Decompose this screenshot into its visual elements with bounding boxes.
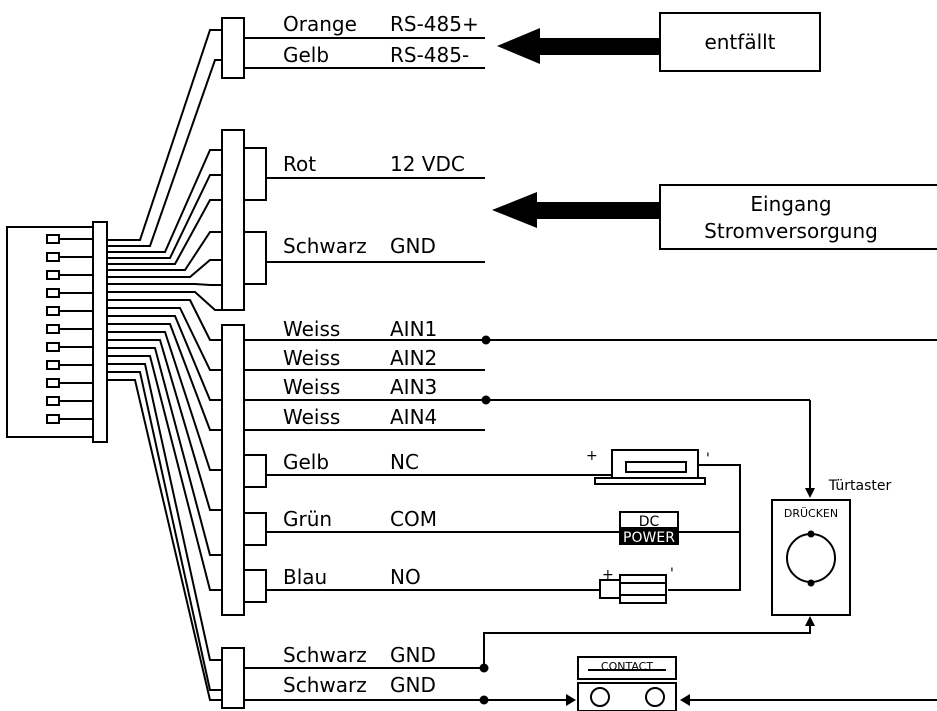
ain1-signal: AIN1: [390, 317, 437, 341]
com-color: Grün: [283, 507, 332, 531]
arrow-right-icon: [566, 694, 576, 706]
arrow-left-icon: [497, 28, 660, 64]
ground-group: Schwarz GND Schwarz GND: [244, 643, 576, 706]
com-signal: COM: [390, 507, 437, 531]
power-input-line2: Stromversorgung: [704, 219, 878, 243]
exit-button-label: DRÜCKEN: [784, 507, 838, 520]
power-gnd-signal: GND: [390, 234, 436, 258]
rs485-minus-signal: RS-485-: [390, 43, 469, 67]
rs485-minus-color: Gelb: [283, 43, 329, 67]
gnd2-signal: GND: [390, 673, 436, 697]
lock-no-plus: +: [602, 567, 614, 583]
inputs-group: Weiss AIN1 Weiss AIN2 Weiss AIN3 Weiss A…: [244, 317, 937, 431]
ain2-signal: AIN2: [390, 346, 437, 370]
dc-power-line1: DC: [639, 514, 660, 530]
lock-no-minus: ': [670, 566, 674, 582]
power-12v-color: Rot: [283, 152, 316, 176]
power-gnd-color: Schwarz: [283, 234, 367, 258]
main-connector: [6, 221, 108, 443]
rs485-note-text: entfällt: [704, 30, 775, 54]
door-lock-nc: + ': [586, 448, 710, 485]
rs485-group: Orange RS-485+ Gelb RS-485- entfällt: [244, 12, 821, 72]
power-input-box: [659, 184, 937, 250]
dc-power-line2: POWER: [623, 530, 675, 546]
group-housings: [221, 17, 267, 709]
nc-signal: NC: [390, 450, 419, 474]
contact-label: CONTACT: [601, 660, 653, 673]
rs485-note-box: [659, 12, 821, 72]
arrow-left-icon: [680, 694, 690, 706]
arrow-down-icon: [805, 488, 815, 498]
nc-color: Gelb: [283, 450, 329, 474]
gnd1-color: Schwarz: [283, 643, 367, 667]
ain2-color: Weiss: [283, 346, 340, 370]
exit-button: Türtaster DRÜCKEN: [483, 400, 892, 668]
rs485-plus-signal: RS-485+: [390, 12, 479, 36]
arrow-up-icon: [805, 616, 815, 626]
gnd2-color: Schwarz: [283, 673, 367, 697]
no-color: Blau: [283, 565, 327, 589]
lock-nc-minus: ': [706, 451, 710, 467]
harness-wires: [107, 29, 222, 701]
power-input-line1: Eingang: [750, 192, 831, 216]
ain4-color: Weiss: [283, 405, 340, 429]
exit-button-caption: Türtaster: [828, 478, 892, 494]
power-group: Rot 12 VDC Schwarz GND Eingang Stromvers…: [266, 152, 937, 263]
relay-group: Gelb NC Grün COM Blau NO: [266, 450, 741, 591]
arrow-left-icon: [492, 192, 660, 228]
no-signal: NO: [390, 565, 421, 589]
ain3-color: Weiss: [283, 375, 340, 399]
door-contact: CONTACT: [577, 656, 937, 711]
ain4-signal: AIN4: [390, 405, 437, 429]
lock-nc-plus: +: [586, 448, 598, 464]
ain3-signal: AIN3: [390, 375, 437, 399]
ain1-color: Weiss: [283, 317, 340, 341]
door-lock-no: + ': [599, 566, 674, 604]
dc-power-supply: DC POWER: [619, 511, 679, 546]
connector-pins: [46, 234, 93, 424]
gnd1-signal: GND: [390, 643, 436, 667]
rs485-plus-color: Orange: [283, 12, 357, 36]
power-12v-signal: 12 VDC: [390, 152, 465, 176]
